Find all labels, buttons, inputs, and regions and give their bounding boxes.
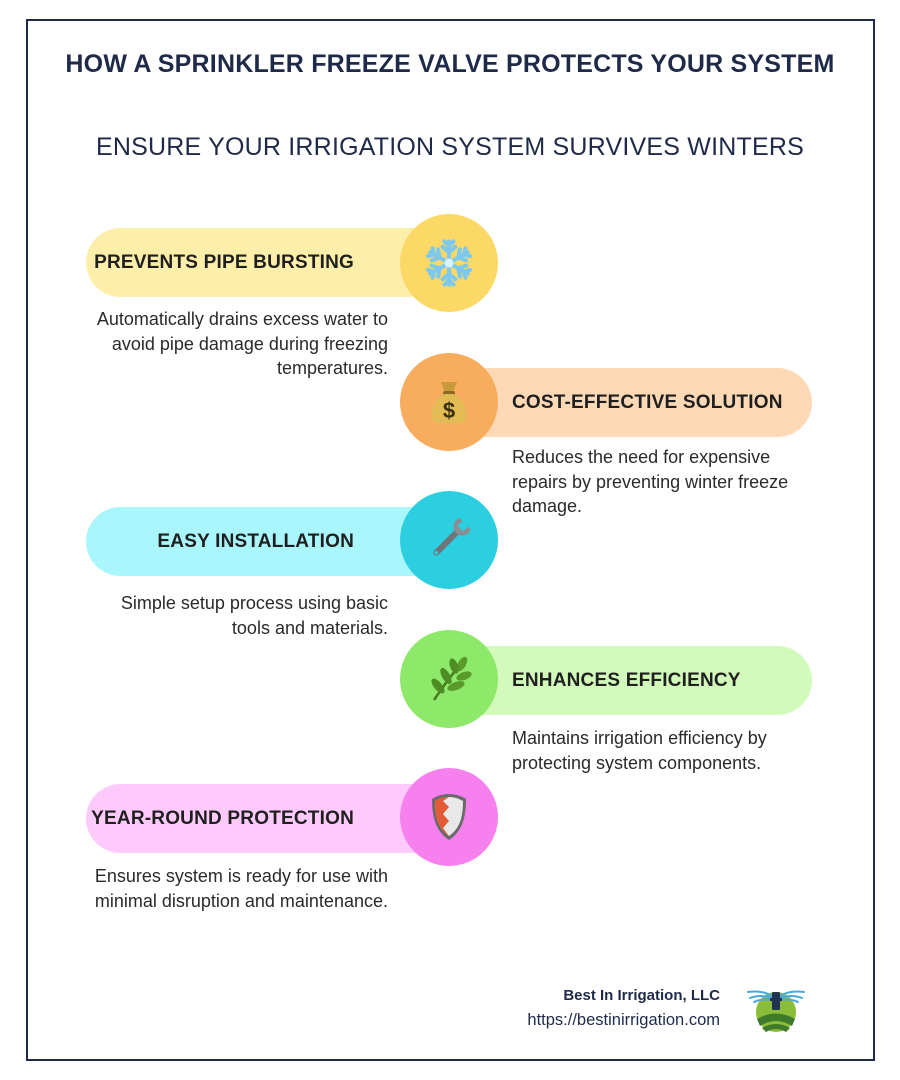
page-subtitle: ENSURE YOUR IRRIGATION SYSTEM SURVIVES W… (96, 133, 804, 161)
feature-description: Maintains irrigation efficiency by prote… (512, 728, 767, 773)
money-bag-icon: $ (427, 378, 471, 426)
feature-icon-circle (400, 491, 498, 589)
feature-title: ENHANCES EFFICIENCY (512, 669, 741, 691)
company-name: Best In Irrigation, LLC (563, 987, 720, 1004)
wrench-icon (422, 513, 476, 567)
feature-description: Ensures system is ready for use with min… (94, 866, 388, 911)
feature-description: Reduces the need for expensive repairs b… (512, 447, 789, 516)
feature-title: COST-EFFECTIVE SOLUTION (512, 391, 783, 413)
shield-icon (429, 792, 469, 842)
feature-icon-circle: $ (400, 353, 498, 451)
feature-description: Automatically drains excess water to avo… (96, 309, 388, 378)
feature-description: Simple setup process using basic tools a… (120, 593, 388, 638)
company-url[interactable]: https://bestinirrigation.com (527, 1011, 720, 1029)
feature-icon-circle (400, 768, 498, 866)
page-title: HOW A SPRINKLER FREEZE VALVE PROTECTS YO… (65, 50, 835, 78)
svg-text:$: $ (443, 398, 455, 423)
feature-title: YEAR-ROUND PROTECTION (91, 807, 354, 829)
feature-pill-prevents-pipe-bursting: PREVENTS PIPE BURSTING (86, 228, 466, 297)
snowflake-icon (422, 236, 476, 290)
feature-title: PREVENTS PIPE BURSTING (94, 251, 354, 273)
feature-icon-circle (400, 630, 498, 728)
feature-title: EASY INSTALLATION (157, 530, 354, 552)
feature-icon-circle (400, 214, 498, 312)
herb-icon (424, 654, 474, 704)
company-logo (744, 986, 808, 1034)
